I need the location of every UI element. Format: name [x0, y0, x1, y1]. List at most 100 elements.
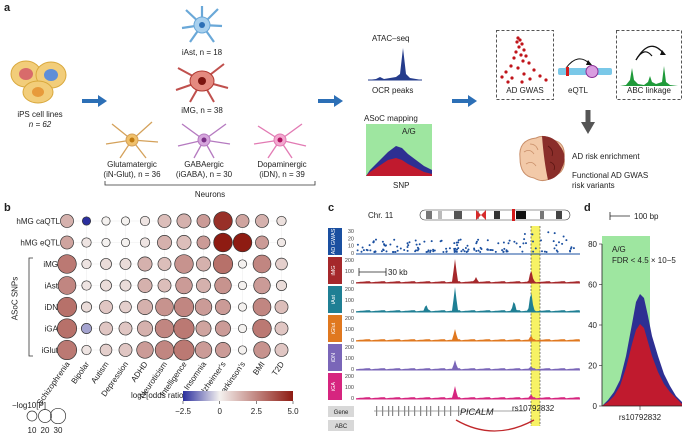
- dot: [137, 256, 153, 272]
- gene-name: PICALM: [460, 407, 494, 417]
- gwas-point: [416, 249, 419, 252]
- size-legend-circle: [38, 409, 52, 423]
- gwas-point: [406, 249, 409, 252]
- track-tick: 100: [345, 269, 354, 275]
- arrow-down-icon: [581, 110, 595, 134]
- gwas-point: [375, 238, 377, 241]
- dot: [99, 321, 113, 336]
- dot: [255, 235, 269, 250]
- asoc-snp-label: SNP: [393, 181, 410, 190]
- dot: [196, 214, 211, 228]
- dot: [252, 254, 272, 274]
- risk-functional: Functional AD GWAS: [572, 171, 649, 180]
- dot: [237, 345, 248, 355]
- gwas-point: [453, 249, 456, 252]
- track-tick: 100: [345, 298, 354, 304]
- dot: [80, 301, 93, 313]
- asoc-allele-plot: [366, 124, 432, 176]
- track-tick: 0: [351, 367, 354, 373]
- track-label-box: [328, 257, 342, 284]
- size-legend-title: −log10[P]: [12, 401, 46, 410]
- dot: [57, 276, 77, 295]
- chromosome-band: [540, 211, 544, 219]
- gwas-point: [356, 243, 359, 246]
- brain-illustration: [519, 135, 565, 182]
- allele-g-coverage: [602, 324, 682, 406]
- dot: [215, 320, 231, 337]
- chr-locus-marker: [512, 209, 515, 221]
- gwas-point: [572, 247, 575, 250]
- track-label-box: [328, 373, 342, 400]
- gwas-point: [513, 240, 516, 243]
- track-label-box: [328, 228, 342, 255]
- dot: [275, 257, 288, 271]
- dot: [173, 339, 195, 361]
- centromere: [476, 210, 486, 220]
- row-label-hmg-caqtl: hMG caQTL: [16, 217, 60, 226]
- neuron-da-name: Dopaminergic: [257, 160, 307, 169]
- row-label-hmg-eqtl: hMG eQTL: [20, 239, 60, 248]
- allele-label: A/G: [612, 245, 626, 254]
- exon: [376, 406, 378, 416]
- img-label: iMG, n = 38: [181, 106, 223, 115]
- track-tick: 0: [351, 251, 354, 257]
- dot: [137, 278, 153, 293]
- gwas-point: [473, 247, 476, 250]
- dot: [274, 343, 289, 357]
- dot: [56, 318, 78, 339]
- column-label: BMI: [251, 360, 267, 377]
- abc-label: ABC: [335, 424, 348, 430]
- dot: [157, 214, 172, 228]
- neurons-bracket: [104, 181, 316, 186]
- gwas-point: [414, 239, 417, 242]
- dopaminergic-neuron-illustration: [253, 123, 307, 159]
- signal-track: [356, 329, 580, 341]
- size-legend-value: 30: [54, 426, 63, 435]
- dot: [136, 341, 154, 359]
- dot: [275, 279, 288, 292]
- column-label: Bipolar: [69, 360, 91, 386]
- dot: [60, 235, 74, 250]
- dot: [237, 259, 248, 269]
- eqtl-diagram: [558, 58, 612, 78]
- gwas-point: [531, 233, 534, 236]
- gwas-point: [406, 242, 409, 245]
- gwas-point: [503, 247, 506, 250]
- color-legend-tick-label: 5.0: [287, 407, 299, 416]
- dot: [157, 257, 172, 271]
- dot: [119, 300, 132, 314]
- dot: [196, 256, 211, 272]
- gwas-point: [415, 249, 417, 252]
- color-legend-tick-label: 2.5: [251, 407, 263, 416]
- ips-cells-illustration: [10, 60, 67, 104]
- dot: [212, 253, 234, 275]
- dot: [196, 235, 211, 250]
- chromosome-band: [516, 211, 526, 219]
- abc-label: ABC linkage: [626, 86, 672, 95]
- gwas-point: [459, 238, 462, 241]
- dot: [274, 321, 289, 336]
- gwas-point: [381, 240, 384, 243]
- chromosome-band: [438, 211, 442, 219]
- gwas-point: [523, 233, 526, 235]
- size-legend-value: 10: [28, 426, 37, 435]
- atac-label: ATAC–seq: [372, 34, 410, 43]
- signal-track: [356, 360, 580, 370]
- dot: [100, 258, 112, 270]
- gwas-point: [460, 250, 463, 253]
- gwas-point: [519, 245, 522, 248]
- gene-label-box: [328, 406, 354, 417]
- gwas-point: [502, 241, 505, 244]
- track-tick: 200: [345, 374, 354, 380]
- track-tick: 200: [345, 345, 354, 351]
- exon: [414, 406, 416, 416]
- y-tick-label: 60: [588, 281, 597, 290]
- gwas-point: [439, 240, 442, 243]
- gwas-point: [416, 246, 419, 249]
- gwas-point: [475, 242, 478, 245]
- track-tick: 10: [348, 244, 354, 250]
- gwas-point: [532, 250, 535, 253]
- asoc-ag-label: A/G: [402, 127, 416, 136]
- astrocyte-illustration: [181, 6, 223, 43]
